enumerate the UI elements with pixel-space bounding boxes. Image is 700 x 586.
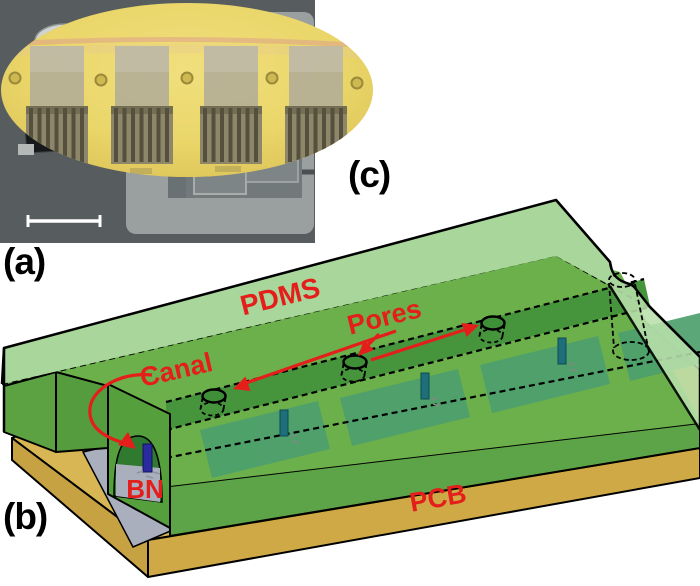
photo-silkscreen-mark [215, 166, 241, 172]
sem-scale-bar [26, 215, 102, 227]
panel-c-label: (c) [348, 154, 391, 195]
pores [199, 315, 506, 417]
photo-pink-streak [5, 36, 371, 49]
pillar [279, 409, 300, 444]
microchannel-strip [166, 279, 650, 430]
canal-arch-face [107, 383, 171, 529]
pore [199, 388, 227, 417]
pores-arrow-3 [370, 328, 465, 362]
photo-oval [1, 3, 373, 177]
sensor-pillars [279, 337, 578, 444]
photo-chip [200, 46, 262, 164]
pore [478, 315, 506, 344]
annotation-arrows [88, 328, 465, 444]
photo-chip-array [26, 46, 347, 164]
photo-silkscreen-mark [130, 168, 152, 174]
pillar [557, 337, 578, 372]
outlet-well [608, 272, 650, 361]
bn-pillar [136, 443, 161, 479]
canal-arrow [88, 373, 153, 444]
panel-b-label: (b) [3, 496, 48, 537]
label-bn: BN [126, 474, 164, 504]
canal-floor [116, 464, 160, 502]
pdms-lid-top [0, 198, 700, 432]
photo-panel [1, 3, 373, 177]
outlet-notch [608, 261, 637, 289]
pores-arrow-2 [245, 329, 397, 385]
photo-holes [8, 71, 364, 90]
photo-chip [111, 46, 173, 164]
annotation-arrowheads [118, 323, 479, 449]
pore [340, 354, 368, 383]
pillar [420, 372, 441, 407]
panel-a-label: (a) [3, 241, 46, 282]
